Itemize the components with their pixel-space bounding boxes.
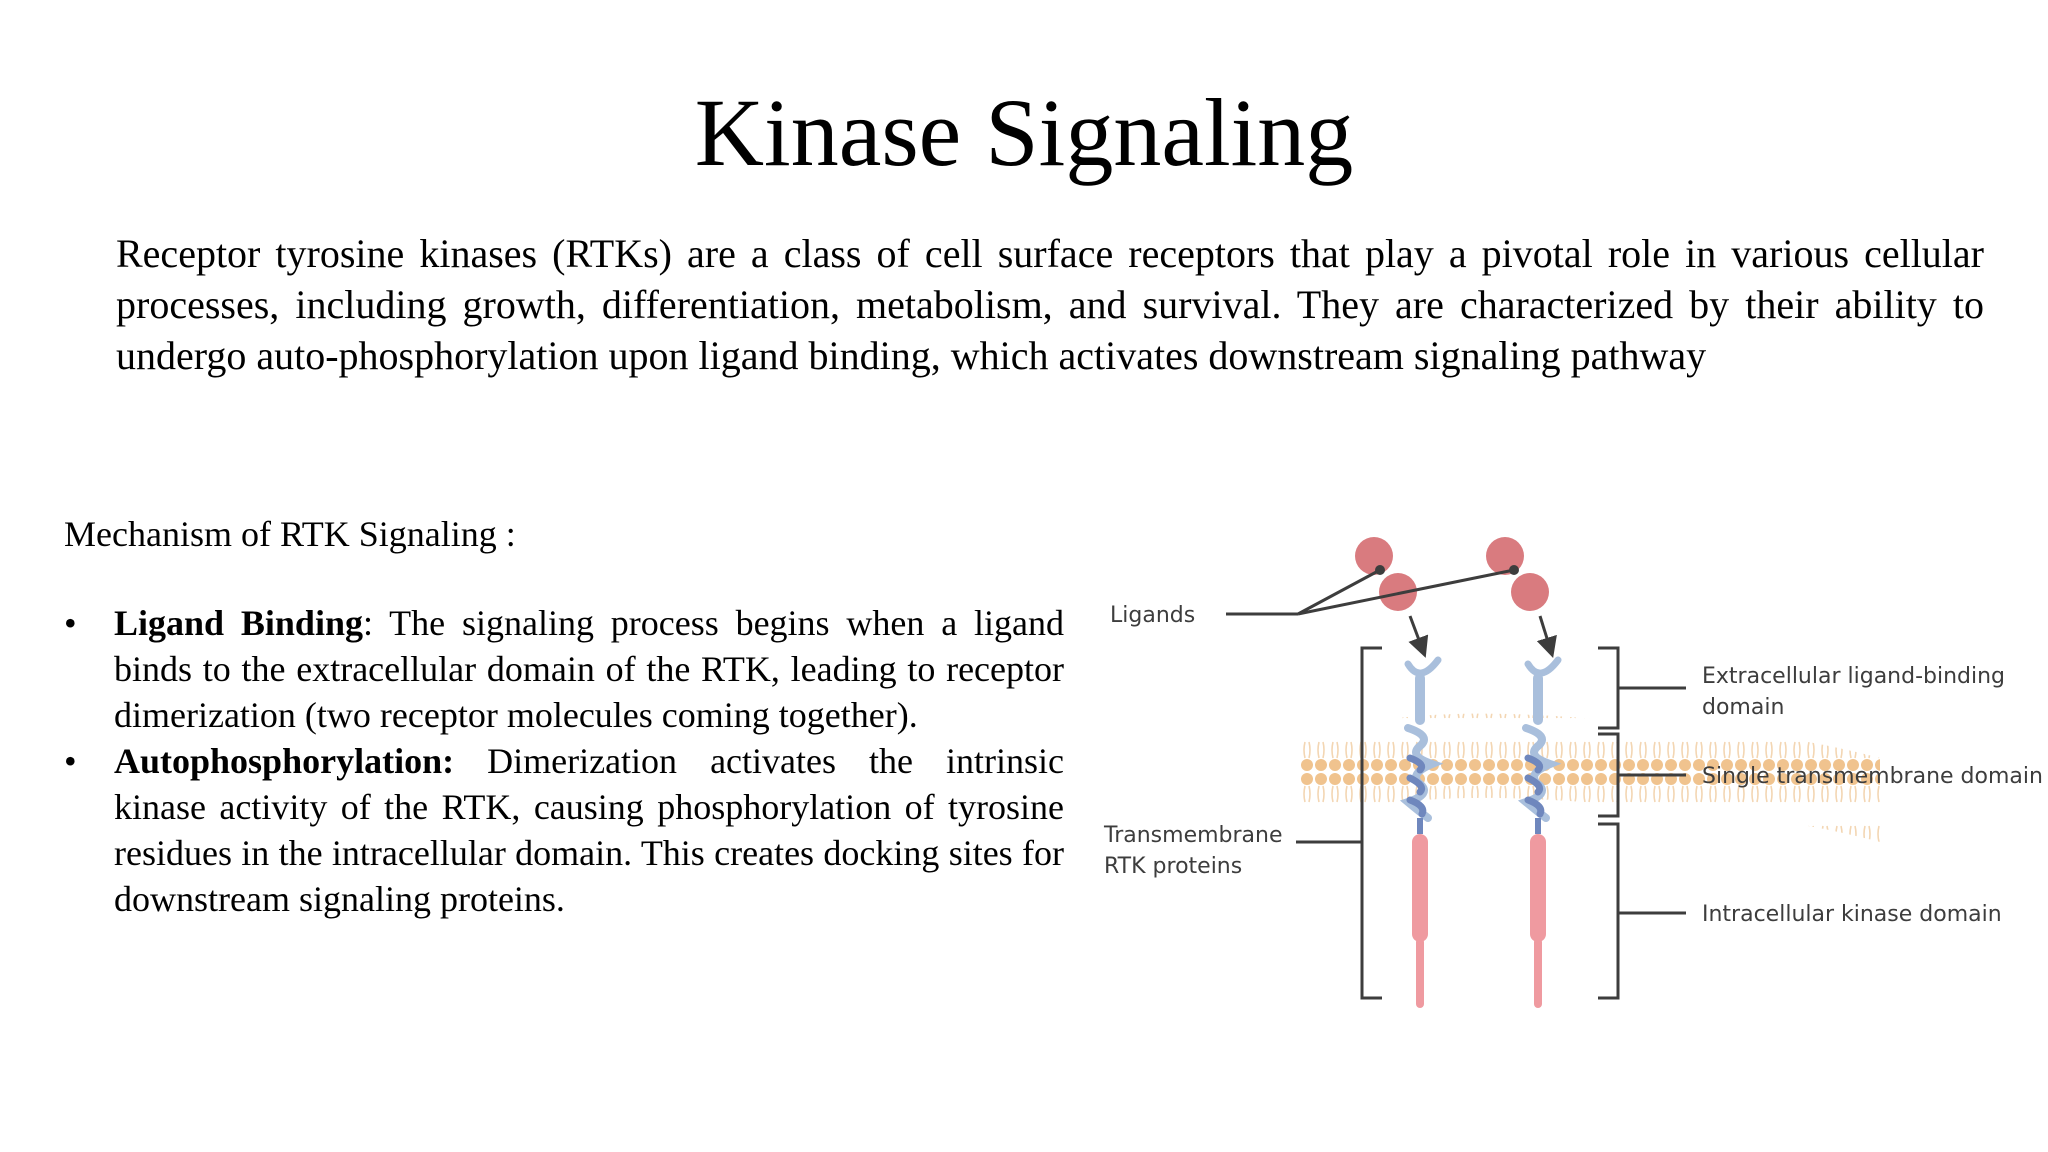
- bullet-title: Ligand Binding: [114, 603, 363, 643]
- bullet-symbol: •: [64, 603, 77, 643]
- bullet-text: Dimerization activates the intrinsic kin…: [114, 741, 1064, 919]
- ligand-left-bottom: [1379, 573, 1417, 611]
- binding-arrow-right: [1536, 615, 1557, 659]
- rtk-diagram: Ligands Transmembrane RTK proteins Extra…: [1103, 537, 2043, 1008]
- transmembrane-bracket: [1360, 646, 1382, 1000]
- intro-paragraph: Receptor tyrosine kinases (RTKs) are a c…: [116, 231, 1984, 378]
- label-single-transmembrane: Single transmembrane domain: [1702, 764, 2043, 789]
- bullet-symbol: •: [64, 741, 77, 781]
- intracellular-bracket: [1598, 822, 1620, 1000]
- mechanism-heading: Mechanism of RTK Signaling :: [64, 514, 516, 554]
- label-extracellular-line2: domain: [1702, 695, 1784, 720]
- label-transmembrane-line1: Transmembrane: [1103, 823, 1283, 848]
- bullet-title: Autophosphorylation:: [114, 741, 455, 781]
- ligand-junction-dot: [1509, 565, 1519, 575]
- ligand-leader-line: [1297, 568, 1515, 616]
- binding-arrow-left: [1408, 615, 1429, 658]
- label-intracellular: Intracellular kinase domain: [1702, 902, 2002, 927]
- receptor-left: [1399, 656, 1444, 1008]
- ligand-left-top: [1355, 537, 1393, 575]
- label-extracellular-line1: Extracellular ligand-binding: [1702, 664, 2005, 689]
- ligand-junction-dot: [1375, 565, 1385, 575]
- mechanism-bullet-list: • Ligand Binding: The signaling process b…: [64, 600, 1064, 922]
- label-ligands: Ligands: [1110, 603, 1195, 628]
- bullet-text: : The signaling process begins when a li…: [114, 603, 1064, 735]
- label-transmembrane-line2: RTK proteins: [1104, 854, 1242, 879]
- extracellular-bracket: [1598, 646, 1620, 730]
- slide-title: Kinase Signaling: [694, 79, 1354, 186]
- cell-membrane: [1300, 713, 1880, 842]
- receptor-right: [1517, 656, 1562, 1008]
- ligand-leader-line: [1297, 568, 1381, 616]
- ligand-right-bottom: [1511, 573, 1549, 611]
- bullet-autophosphorylation: • Autophosphorylation: Dimerization activ…: [64, 738, 1064, 922]
- bullet-ligand-binding: • Ligand Binding: The signaling process b…: [64, 600, 1064, 738]
